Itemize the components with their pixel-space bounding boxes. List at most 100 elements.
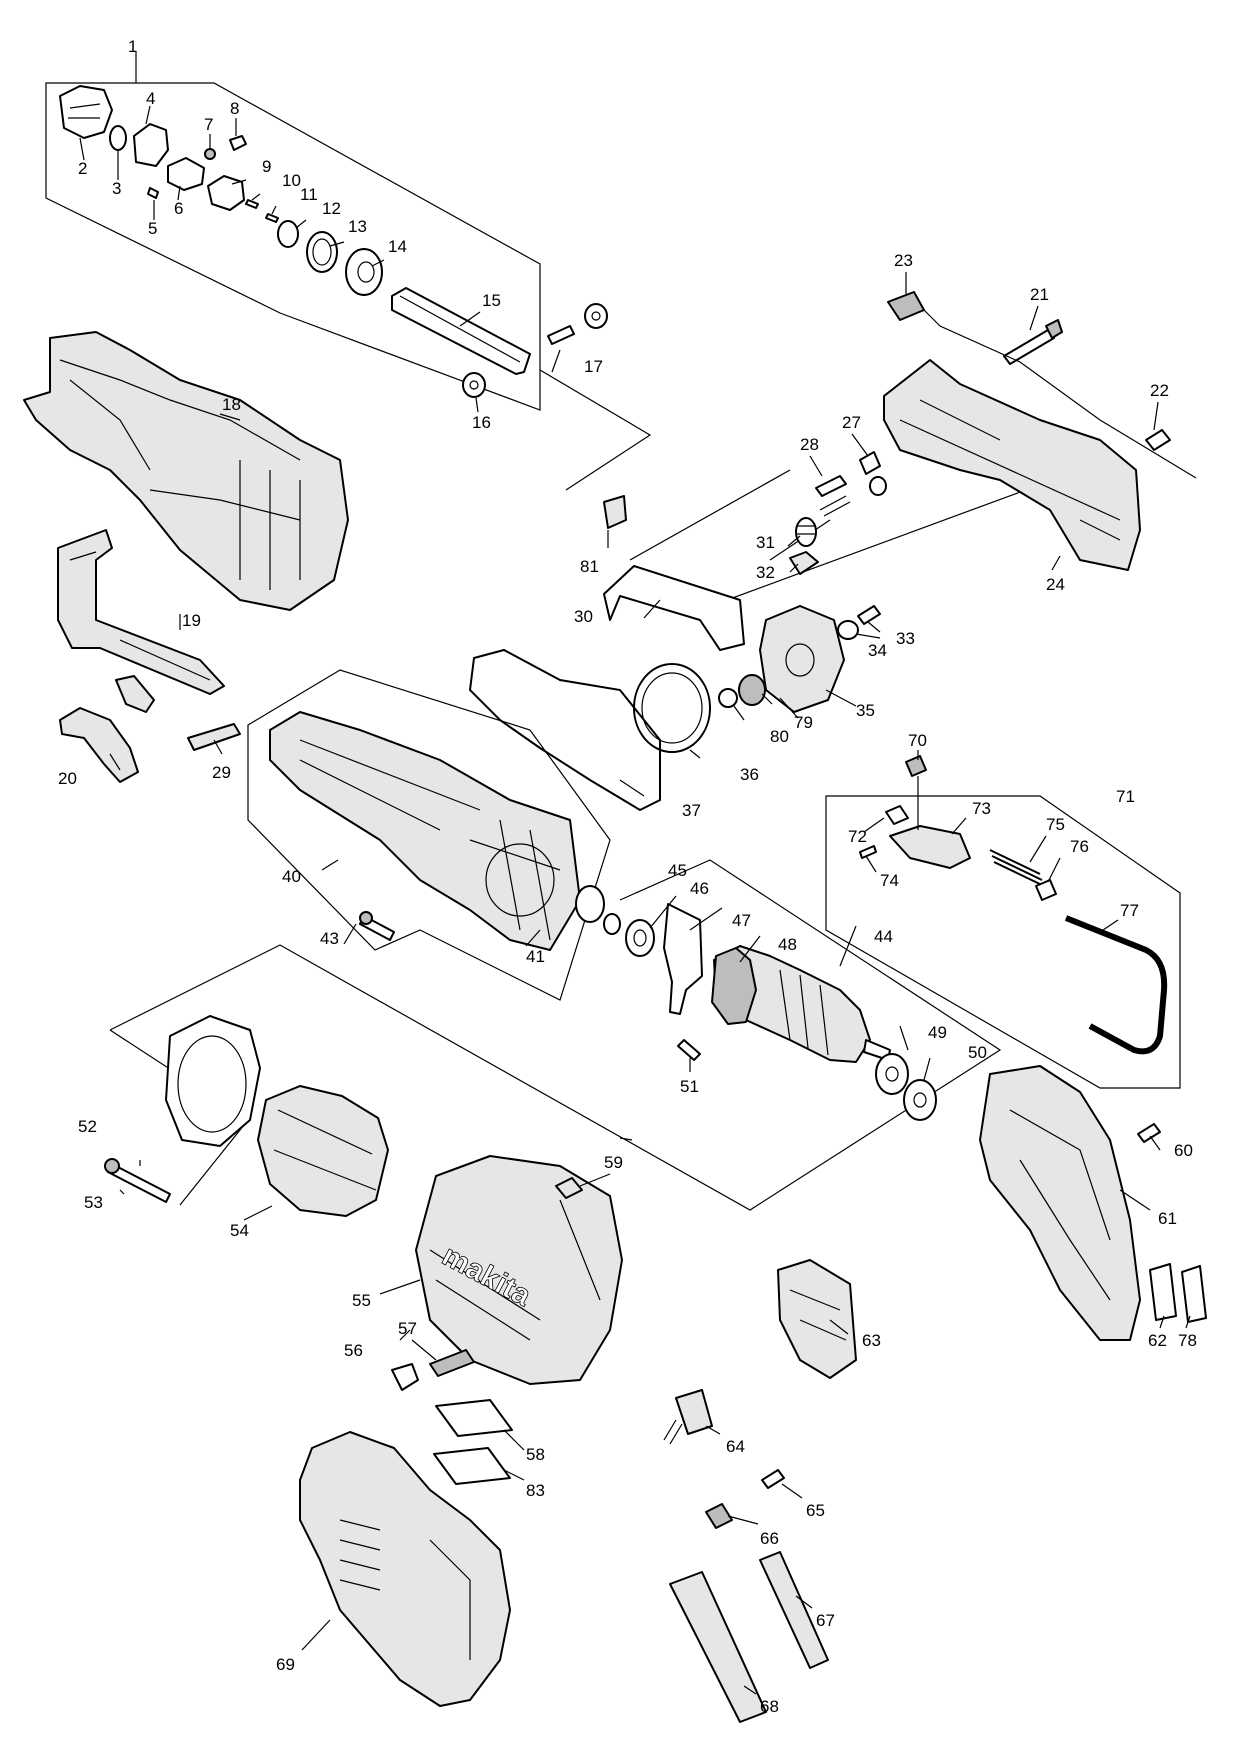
label-75: 75 [1046, 815, 1065, 834]
part-35-plate [759, 605, 845, 713]
label-19: 19 [182, 611, 201, 630]
part-5-pin [147, 187, 159, 199]
part-23-connector [887, 291, 925, 321]
label-13: 13 [348, 217, 367, 236]
armature-parts [603, 903, 937, 1121]
label-40: 40 [282, 867, 301, 886]
frame-group-1 [45, 82, 541, 411]
label-72: 72 [848, 827, 867, 846]
part-81-nut [603, 495, 627, 529]
label-1: 1 [128, 37, 137, 56]
part-37-gasket [468, 648, 661, 812]
label-7: 7 [204, 115, 213, 134]
label-23: 23 [894, 251, 913, 270]
label-11: 11 [300, 185, 318, 204]
part-49-bearing [875, 1053, 909, 1095]
label-10: 10 [282, 171, 301, 190]
part-14-bearing [345, 248, 383, 296]
part-17-pin [547, 325, 575, 345]
label-56: 56 [344, 1341, 363, 1360]
label-74: 74 [880, 871, 899, 890]
label-50: 50 [968, 1043, 987, 1062]
part-56-cap [391, 1363, 419, 1391]
leader-lines [79, 52, 1191, 1695]
label-80: 80 [770, 727, 789, 746]
part-21-screw [1003, 329, 1055, 365]
part-36-gasket [633, 663, 711, 753]
part-83-label [433, 1447, 511, 1485]
part-34-washer [837, 620, 859, 640]
part-22-screw [1145, 429, 1171, 451]
part-11-pin [265, 213, 279, 223]
part-12-ring [277, 220, 299, 248]
label-62: 62 [1148, 1331, 1167, 1350]
label-57: 57 [398, 1319, 417, 1338]
part-40-housing [269, 711, 581, 951]
label-34: 34 [868, 641, 887, 660]
label-18: 18 [222, 395, 241, 414]
label-32: 32 [756, 563, 775, 582]
part-18-gear-housing-cover [23, 331, 349, 611]
label-71: 71 [1116, 787, 1135, 806]
label-51: 51 [680, 1077, 699, 1096]
part-65-screw [761, 1469, 785, 1489]
part-28-pin-b [819, 495, 851, 517]
label-76: 76 [1070, 837, 1089, 856]
part-7-spring [204, 148, 216, 160]
part-58-label [435, 1399, 513, 1437]
label-15: 15 [482, 291, 501, 310]
part-48-fan [711, 947, 757, 1025]
label-52: 52 [78, 1117, 97, 1136]
label-31: 31 [756, 533, 775, 552]
part-67-tube [759, 1551, 829, 1669]
part-41-o-ring [575, 885, 605, 923]
label-21: 21 [1030, 285, 1049, 304]
part-4-clamp-sleeve [133, 123, 169, 167]
label-36: 36 [740, 765, 759, 784]
label-16: 16 [472, 413, 491, 432]
part-13-seal [306, 231, 338, 273]
label-73: 73 [972, 799, 991, 818]
part-43-screw-head [359, 911, 373, 925]
part-10-pin [245, 199, 259, 209]
part-19-shoe [57, 529, 225, 695]
label-69: 69 [276, 1655, 295, 1674]
part-3-ring [109, 125, 127, 151]
part-76-bushing [1035, 879, 1057, 901]
part-28-pin [815, 475, 847, 497]
label-3: 3 [112, 179, 121, 198]
housing-right-parts [603, 291, 1197, 713]
lever-parts [859, 755, 1168, 1055]
label-22: 22 [1150, 381, 1169, 400]
label-83: 83 [526, 1481, 545, 1500]
part-66-nut [705, 1503, 733, 1529]
label-5: 5 [148, 219, 157, 238]
part-21-screw-head [1045, 319, 1063, 339]
part-80-washer [718, 688, 738, 708]
label-58: 58 [526, 1445, 545, 1464]
label-79: 79 [794, 713, 813, 732]
part-64-connector [675, 1389, 713, 1435]
part-6-sleeve [167, 157, 205, 191]
part-60-screw [1137, 1123, 1161, 1143]
label-70: 70 [908, 731, 927, 750]
part-20-clip-top [115, 675, 155, 713]
part-77-lever-rod [1064, 915, 1168, 1055]
label-61: 61 [1158, 1209, 1177, 1228]
part-51-screw [677, 1039, 701, 1061]
part-20-clip [59, 707, 139, 783]
label-8: 8 [230, 99, 239, 118]
label-41: 41 [526, 947, 545, 966]
part-8-pin [229, 135, 247, 151]
part-73-lever [889, 825, 971, 869]
frame-group-40 [247, 669, 611, 1001]
label-63: 63 [862, 1331, 881, 1350]
part-24-frame [883, 359, 1141, 571]
label-29: 29 [212, 763, 231, 782]
part-63-switch [777, 1259, 857, 1379]
label-54: 54 [230, 1221, 249, 1240]
label-9: 9 [262, 157, 271, 176]
part-72-nut [885, 805, 909, 825]
label-12: 12 [322, 199, 341, 218]
label-53: 53 [84, 1193, 103, 1212]
